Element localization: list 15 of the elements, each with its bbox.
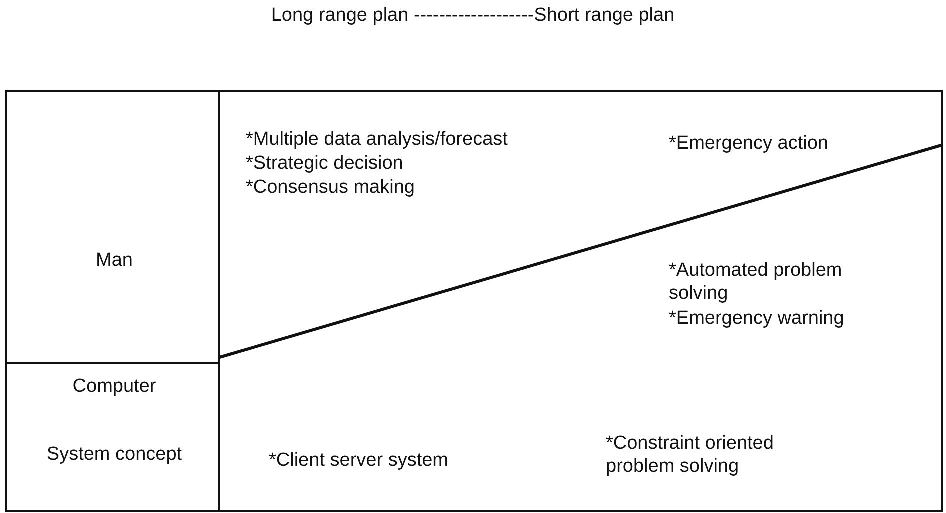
cell-text: *Strategic decision xyxy=(246,152,404,175)
cell-text: *Consensus making xyxy=(246,176,415,199)
cell-text: Man xyxy=(95,249,134,272)
table-cell xyxy=(5,90,220,364)
cell-text: System concept xyxy=(46,443,184,466)
cell-text: *Emergency warning xyxy=(669,307,844,330)
heading: Long range plan -------------------Short range plan xyxy=(270,4,676,27)
cell-text: Computer xyxy=(72,375,158,398)
cell-text: *Emergency action xyxy=(669,132,828,155)
table-cell xyxy=(218,90,943,512)
cell-text: *Client server system xyxy=(269,449,448,472)
cell-text: *Automated problem solving xyxy=(669,259,844,305)
table-cell xyxy=(5,362,220,512)
cell-text: *Multiple data analysis/forecast xyxy=(246,128,508,151)
cell-text: *Constraint oriented problem solving xyxy=(606,432,775,478)
